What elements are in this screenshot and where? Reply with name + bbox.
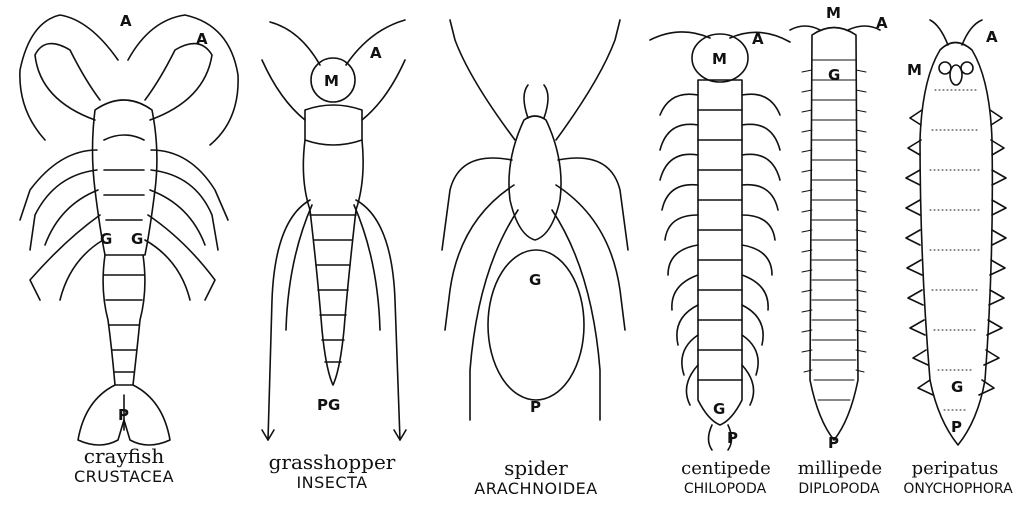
crayfish-antenna-label: A	[120, 12, 132, 30]
crayfish-antenna2-label: A	[196, 30, 208, 48]
crayfish-taxon: CRUSTACEA	[64, 469, 184, 485]
crayfish-drawing	[20, 15, 238, 445]
centipede-common-name: centipede	[676, 460, 776, 478]
grasshopper-antenna-label: A	[370, 44, 382, 62]
millipede-drawing	[790, 26, 880, 440]
millipede-common-name: millipede	[790, 460, 890, 478]
crayfish-common-name: crayfish	[74, 446, 174, 466]
crayfish-anus-label: P	[118, 406, 129, 424]
millipede-gonopore-label: G	[828, 66, 840, 84]
peripatus-antenna-label: A	[986, 28, 998, 46]
centipede-mouth-label: M	[712, 50, 727, 68]
spider-drawing	[442, 20, 628, 420]
peripatus-anus-label: P	[951, 418, 962, 436]
peripatus-common-name: peripatus	[900, 460, 1010, 478]
peripatus-mouth-label: M	[907, 61, 922, 79]
grasshopper-taxon: INSECTA	[272, 475, 392, 491]
crayfish-gonopore-label-right: G	[131, 230, 143, 248]
millipede-taxon: DIPLOPODA	[784, 482, 894, 496]
peripatus-gonopore-label: G	[951, 378, 963, 396]
spider-taxon: ARACHNOIDEA	[466, 481, 606, 497]
millipede-anus-label: P	[828, 434, 839, 452]
centipede-antenna-label: A	[752, 30, 764, 48]
spider-common-name: spider	[486, 458, 586, 478]
peripatus-taxon: ONYCHOPHORA	[896, 482, 1020, 496]
grasshopper-common-name: grasshopper	[262, 452, 402, 472]
centipede-taxon: CHILOPODA	[670, 482, 780, 496]
millipede-antenna-label: A	[876, 14, 888, 32]
centipede-gonopore-label: G	[713, 400, 725, 418]
millipede-mouth-label: M	[826, 4, 841, 22]
crayfish-gonopore-label-left: G	[100, 230, 112, 248]
spider-anus-label: P	[530, 398, 541, 416]
spider-gonopore-label: G	[529, 271, 541, 289]
grasshopper-mouth-label: M	[324, 72, 339, 90]
centipede-drawing	[650, 32, 790, 450]
centipede-anus-label: P	[727, 429, 738, 447]
grasshopper-pg-label: PG	[317, 396, 340, 414]
